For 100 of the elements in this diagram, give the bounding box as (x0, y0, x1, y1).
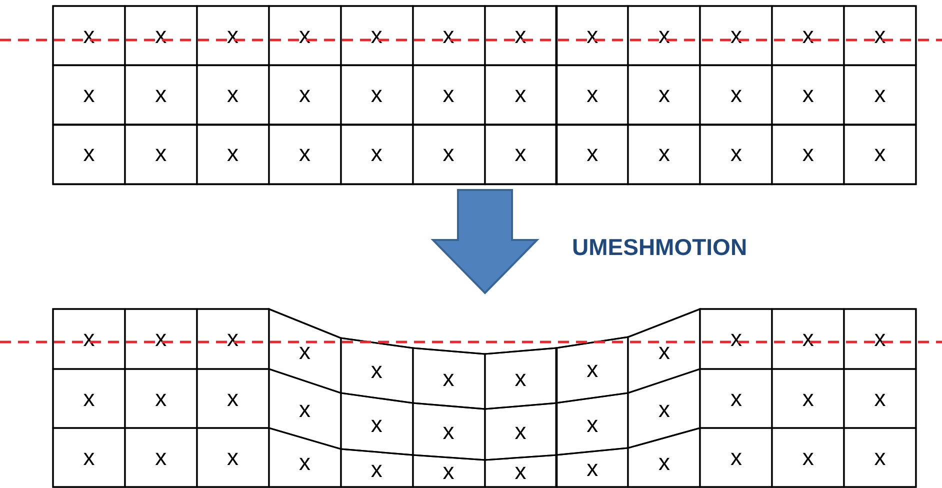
mesh-element (412, 65, 484, 125)
node-marker: x (802, 446, 814, 468)
mesh-element (772, 124, 844, 184)
mesh-element (844, 65, 916, 125)
mesh-element (556, 393, 628, 455)
node-marker: x (298, 142, 311, 166)
mesh-element (412, 124, 484, 184)
mesh-element (556, 65, 628, 125)
node-marker: x (730, 142, 742, 166)
mesh-element (412, 6, 484, 66)
mesh-element (268, 6, 341, 66)
node-marker: x (802, 82, 814, 106)
mesh-element (484, 455, 556, 487)
node-marker: x (298, 398, 311, 421)
node-marker: x (370, 142, 383, 166)
node-marker: x (514, 420, 526, 443)
mesh-element (196, 309, 269, 369)
block-arrow (430, 189, 540, 294)
mesh-element (340, 393, 413, 455)
node-marker: x (658, 450, 670, 474)
mesh-element (124, 124, 197, 184)
mesh-element (53, 369, 125, 428)
mesh-element (268, 65, 341, 125)
node-marker: x (442, 366, 455, 390)
node-marker: x (514, 460, 526, 484)
node-marker: x (658, 398, 670, 420)
mesh-element (844, 6, 916, 66)
mesh-element (556, 124, 628, 184)
mesh-element (844, 309, 916, 369)
mesh-element (772, 369, 844, 428)
node-marker: x (874, 327, 886, 350)
node-marker: x (586, 358, 598, 382)
mesh-element (628, 369, 700, 448)
mesh-element (196, 124, 269, 184)
mesh-element (484, 124, 556, 184)
node-marker: x (298, 340, 311, 364)
node-marker: x (442, 142, 455, 166)
mesh-element (484, 6, 556, 66)
node-marker: x (298, 450, 311, 474)
node-marker: x (874, 446, 886, 468)
mesh-element (196, 428, 269, 487)
node-marker: x (82, 446, 95, 468)
node-marker: x (226, 142, 239, 166)
mesh-element (628, 309, 700, 393)
mesh-element (196, 369, 269, 428)
node-marker: x (730, 82, 742, 106)
mesh-element (53, 65, 125, 125)
node-marker: x (226, 82, 239, 106)
node-marker: x (442, 82, 455, 106)
node-marker: x (874, 82, 886, 106)
mesh-element (844, 124, 916, 184)
mesh-element (124, 369, 197, 428)
node-marker: x (586, 82, 598, 106)
mesh-element (53, 309, 125, 369)
node-marker: x (514, 142, 526, 166)
mesh-element (412, 348, 484, 409)
mesh-element (844, 369, 916, 428)
node-marker: x (730, 386, 742, 410)
node-marker: x (802, 386, 814, 410)
node-marker: x (658, 340, 670, 363)
node-marker: x (370, 413, 383, 436)
mesh-element (556, 337, 628, 403)
node-marker: x (874, 142, 886, 166)
mesh-element (53, 6, 125, 66)
mesh-element (340, 6, 413, 66)
node-marker: x (586, 412, 598, 436)
mesh-element (53, 428, 125, 487)
node-marker: x (82, 142, 95, 166)
mesh-element (124, 309, 197, 369)
node-marker: x (730, 327, 742, 350)
mesh-element (268, 124, 341, 184)
node-marker: x (586, 142, 598, 166)
mesh-element (412, 403, 484, 460)
mesh-element (53, 124, 125, 184)
mesh-element (844, 428, 916, 487)
node-marker: x (226, 446, 239, 468)
node-marker: x (82, 82, 95, 106)
mesh-element (772, 309, 844, 369)
node-marker: x (370, 358, 383, 382)
mesh-element (124, 65, 197, 125)
mesh-element (700, 6, 772, 66)
mesh-element (340, 449, 413, 487)
mesh-element (700, 369, 772, 428)
mesh-element (700, 309, 772, 369)
node-marker: x (370, 458, 383, 480)
node-marker: x (802, 142, 814, 166)
node-marker: x (154, 82, 167, 106)
node-marker: x (514, 82, 526, 106)
node-marker: x (154, 142, 167, 166)
mesh-element (772, 428, 844, 487)
mesh-element (340, 338, 413, 403)
node-marker: x (730, 446, 742, 468)
node-marker: x (442, 460, 455, 484)
mesh-element (772, 65, 844, 125)
mesh-element (700, 428, 772, 487)
node-marker: x (874, 386, 886, 410)
node-marker: x (226, 386, 239, 410)
mesh-element (268, 428, 341, 487)
node-marker: x (802, 327, 814, 350)
mesh-element (196, 65, 269, 125)
